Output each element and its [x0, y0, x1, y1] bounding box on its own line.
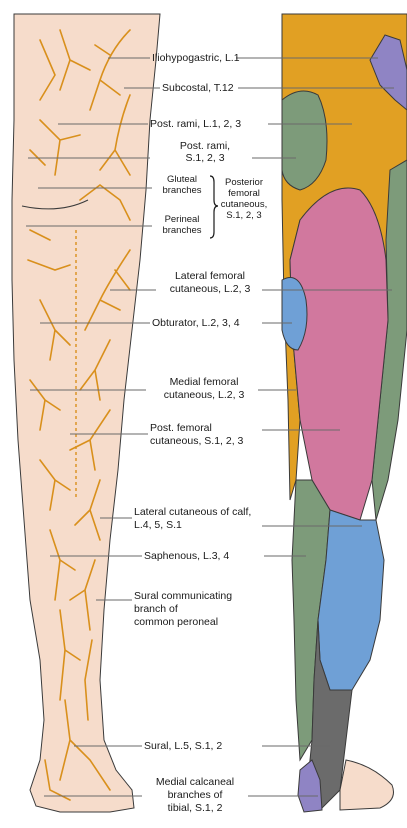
label-sural-comm-line1: Sural communicating — [134, 590, 232, 602]
label-post-rami-s-line2: S.1, 2, 3 — [160, 152, 250, 164]
zone-heel — [340, 760, 394, 810]
label-post-femoral-line1: Post. femoral — [150, 422, 212, 434]
label-post-rami-l: Post. rami, L.1, 2, 3 — [150, 118, 241, 130]
label-lateral-femoral-line1: Lateral femoral — [150, 270, 270, 282]
label-post-femoral-line2: cutaneous, S.1, 2, 3 — [150, 435, 243, 447]
label-posterior-femoral-line4: S.1, 2, 3 — [216, 211, 272, 222]
label-lat-calf-line2: L.4, 5, S.1 — [134, 519, 182, 531]
label-perineal-line2: branches — [154, 226, 210, 237]
label-posterior-femoral-line1: Posterior — [216, 178, 272, 189]
label-posterior-femoral-line2: femoral — [216, 189, 272, 200]
label-medial-calcaneal-line1: Medial calcaneal — [140, 776, 250, 788]
label-iliohypogastric: Iliohypogastric, L.1 — [152, 52, 240, 64]
label-posterior-femoral-line3: cutaneous, — [216, 200, 272, 211]
label-sural-comm-line3: common peroneal — [134, 616, 218, 628]
label-medial-calcaneal-line2: branches of — [140, 789, 250, 801]
label-saphenous: Saphenous, L.3, 4 — [144, 550, 229, 562]
zone-blue-calf — [318, 510, 384, 690]
label-obturator: Obturator, L.2, 3, 4 — [152, 317, 240, 329]
label-sural-comm-line2: branch of — [134, 603, 178, 615]
label-medial-femoral-line1: Medial femoral — [144, 376, 264, 388]
label-gluteal-line2: branches — [154, 186, 210, 197]
label-lateral-femoral-line2: cutaneous, L.2, 3 — [150, 283, 270, 295]
label-perineal-line1: Perineal — [154, 215, 210, 226]
label-gluteal-line1: Gluteal — [154, 175, 210, 186]
label-subcostal: Subcostal, T.12 — [162, 82, 234, 94]
label-medial-femoral-line2: cutaneous, L.2, 3 — [144, 389, 264, 401]
zone-pink — [290, 188, 388, 520]
label-lat-calf-line1: Lateral cutaneous of calf, — [134, 506, 251, 518]
label-post-rami-s-line1: Post. rami, — [160, 140, 250, 152]
label-medial-calcaneal-line3: tibial, S.1, 2 — [140, 802, 250, 814]
label-sural: Sural, L.5, S.1, 2 — [144, 740, 222, 752]
